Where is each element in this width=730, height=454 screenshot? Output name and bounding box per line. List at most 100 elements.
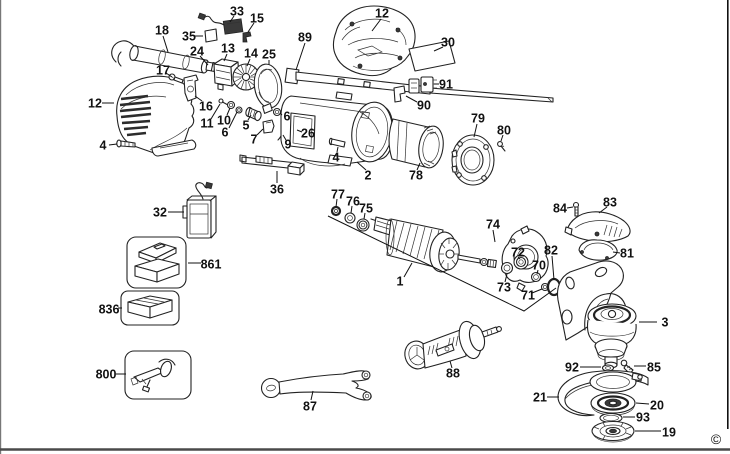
part-label-74: 74: [486, 218, 500, 232]
part-label-83: 83: [603, 196, 617, 210]
leader-line: [551, 255, 555, 281]
leader-line: [416, 162, 421, 171]
motor-housing-drawing: [280, 91, 394, 167]
part-label-25: 25: [262, 48, 276, 62]
part-label-17: 17: [156, 64, 170, 78]
wheel-guard-drawing: [557, 370, 649, 417]
leader-line: [449, 360, 453, 369]
leader-line: [363, 212, 366, 220]
part-label-5: 5: [243, 119, 250, 133]
part-label-73: 73: [497, 281, 511, 295]
part-label-88: 88: [446, 367, 460, 381]
part-label-11: 11: [200, 117, 213, 131]
part-label-4: 4: [100, 139, 107, 153]
part-label-12: 12: [375, 7, 389, 21]
motor-cover-drawing: [116, 75, 197, 157]
leader-line: [473, 123, 478, 138]
fan-drawing: [232, 63, 260, 91]
leader-line: [199, 55, 209, 66]
stator-drawing: [388, 118, 444, 169]
accessory-pack-drawing: [120, 290, 180, 326]
kitbox-drawing: [126, 236, 187, 289]
armature-drawing: [330, 205, 497, 273]
assembly-bracket-line: [327, 215, 557, 312]
assembly-bracket-tick: [403, 262, 413, 278]
part-label-15: 15: [250, 12, 264, 26]
leader-line: [295, 42, 306, 71]
slide-switch-drawing: [239, 154, 305, 176]
brush-holder-drawing: [168, 73, 199, 102]
part-label-72: 72: [511, 246, 525, 260]
part-label-87: 87: [303, 400, 317, 414]
leader-line: [228, 111, 238, 129]
leader-line: [492, 229, 496, 243]
part-label-36: 36: [270, 183, 284, 197]
leader-line: [165, 72, 173, 78]
leader-line: [310, 390, 314, 401]
leader-line: [405, 95, 418, 103]
part-label-71: 71: [521, 289, 535, 303]
part-label-35: 35: [182, 30, 196, 44]
leader-line: [226, 107, 231, 116]
leader-line: [296, 129, 303, 133]
part-label-91: 91: [439, 78, 453, 92]
side-handle-drawing: [404, 320, 502, 370]
bare-tool-drawing: [124, 350, 192, 400]
leader-line: [247, 114, 252, 121]
leader-line: [566, 206, 574, 209]
part-label-80: 80: [497, 124, 511, 138]
leader-line: [500, 134, 504, 142]
leader-line: [517, 256, 521, 260]
leader-line: [247, 22, 255, 33]
part-label-7: 7: [251, 133, 258, 147]
armature-assembly-bracket: [327, 215, 557, 312]
part-label-20: 20: [650, 399, 664, 413]
leader-line: [371, 18, 382, 32]
part-label-9: 9: [285, 138, 292, 152]
part-label-800: 800: [96, 368, 117, 382]
part-label-21: 21: [533, 391, 547, 405]
leader-line: [256, 128, 264, 136]
part-label-19: 19: [662, 426, 676, 440]
copyright-mark: ©: [711, 431, 722, 447]
leader-line: [433, 46, 444, 52]
leader-line: [504, 273, 508, 283]
leader-line: [223, 53, 228, 62]
part-label-93: 93: [636, 411, 650, 425]
leader-line: [210, 103, 221, 120]
flange-set-drawing: [590, 392, 636, 443]
part-label-13: 13: [221, 42, 235, 56]
part-label-14: 14: [244, 47, 258, 61]
part-label-24: 24: [190, 45, 204, 59]
spanner-wrench-drawing: [260, 370, 372, 401]
leader-line: [229, 15, 235, 23]
part-label-85: 85: [647, 361, 661, 375]
part-label-79: 79: [471, 112, 485, 126]
part-label-32: 32: [153, 206, 167, 220]
part-label-12: 12: [88, 97, 102, 111]
carbon-brush-drawing: [197, 12, 252, 43]
leader-line: [356, 161, 367, 171]
leader-line: [536, 269, 539, 275]
leader-line: [162, 35, 169, 53]
leader-line: [282, 134, 287, 141]
part-label-90: 90: [417, 99, 431, 113]
leader-line: [350, 205, 353, 214]
part-label-16: 16: [199, 100, 213, 114]
part-label-2: 2: [365, 169, 372, 183]
leader-line: [335, 198, 338, 208]
leader-line: [635, 402, 650, 405]
leader-line: [279, 112, 283, 116]
part-label-4: 4: [333, 151, 340, 165]
module-drawing: [182, 181, 217, 239]
part-label-81: 81: [620, 247, 634, 261]
part-label-75: 75: [359, 202, 373, 216]
part-label-30: 30: [441, 36, 455, 50]
part-label-92: 92: [565, 361, 579, 375]
gear-cover-drawing: [564, 201, 631, 261]
part-label-3: 3: [662, 316, 669, 330]
part-label-18: 18: [155, 24, 169, 38]
part-label-836: 836: [99, 303, 120, 317]
